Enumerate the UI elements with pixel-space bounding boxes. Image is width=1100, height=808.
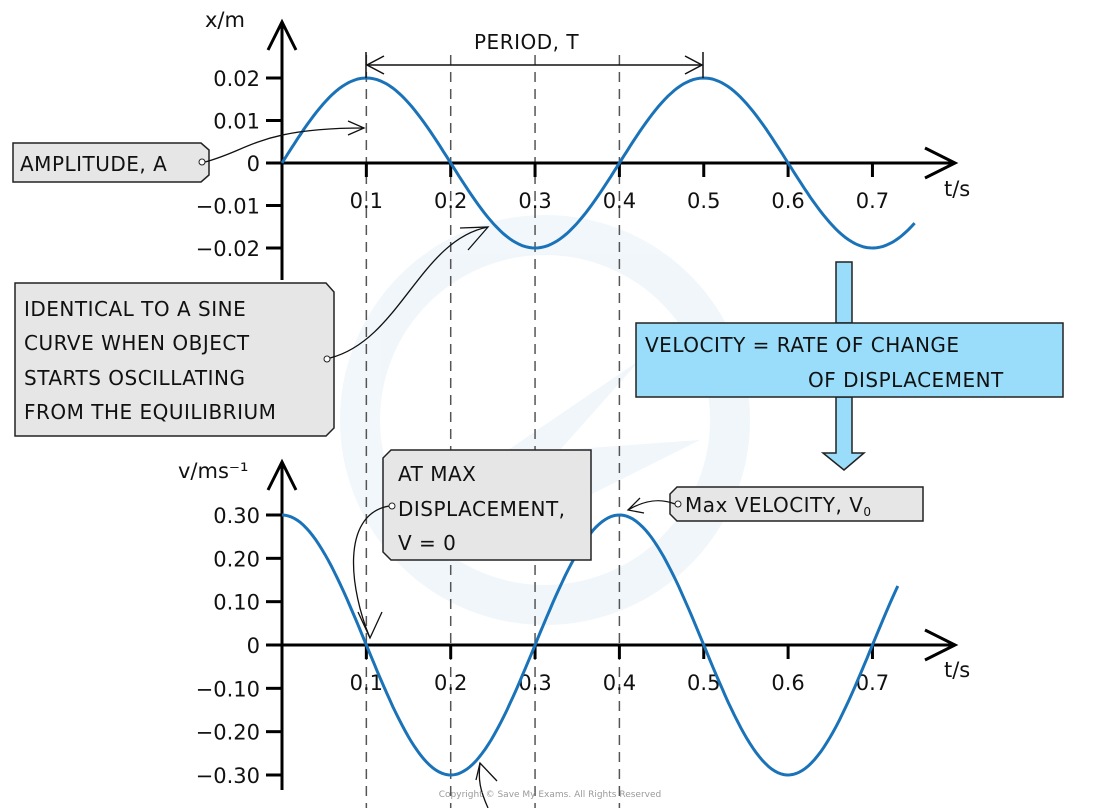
max-velocity-label: Max VELOCITY, V0: [685, 493, 872, 519]
y-tick-label: 0: [247, 152, 260, 176]
velocity-definition-line-1: VELOCITY = RATE OF CHANGE: [645, 333, 960, 357]
x-tick-label: 0.4: [603, 189, 636, 213]
period-arrow: [365, 52, 704, 78]
x-tick-label: 0.6: [771, 671, 804, 695]
velocity-y-label: v/ms⁻¹: [178, 459, 248, 483]
y-tick-label: −0.20: [196, 721, 260, 745]
x-tick-label: 0.2: [434, 189, 467, 213]
y-tick-label: 0.30: [213, 504, 260, 528]
x-axis-arrowhead: [924, 146, 959, 180]
x-tick-label: 0.6: [771, 189, 804, 213]
sine-note-line-3: STARTS OSCILLATING: [24, 366, 246, 390]
y-tick-label: 0.02: [213, 67, 260, 91]
amplitude-label: AMPLITUDE, A: [20, 152, 167, 176]
max-velocity-tag: Max VELOCITY, V0: [626, 486, 924, 522]
sine-note: IDENTICAL TO A SINE CURVE WHEN OBJECT ST…: [14, 226, 490, 437]
max-displacement-line-2: DISPLACEMENT,: [398, 497, 566, 521]
displacement-ticks: 0.02 0.01 0 −0.01 −0.02 0.1 0.2 0.3 0.4 0.5 0.6 0.7: [196, 67, 890, 261]
max-displacement-note: AT MAX DISPLACEMENT, V = 0: [352, 449, 592, 808]
displacement-y-label: x/m: [205, 8, 245, 32]
x-tick-label: 0.5: [687, 189, 720, 213]
x-tick-label: 0.1: [350, 189, 383, 213]
y-tick-label: 0.20: [213, 547, 260, 571]
x-tick-label: 0.4: [603, 671, 636, 695]
x-tick-label: 0.3: [518, 189, 551, 213]
sine-note-line-4: FROM THE EQUILIBRIUM: [24, 400, 276, 424]
y-tick-label: −0.10: [196, 677, 260, 701]
dashed-guide-lines: [365, 55, 621, 808]
velocity-definition: VELOCITY = RATE OF CHANGE OF DISPLACEMEN…: [635, 261, 1064, 471]
max-displacement-line-1: AT MAX: [398, 462, 476, 486]
y-axis-arrowhead: [266, 458, 298, 491]
velocity-definition-line-2: OF DISPLACEMENT: [808, 368, 1004, 392]
x-tick-label: 0.7: [856, 189, 889, 213]
copyright-notice: Copyright © Save My Exams. All Rights Re…: [439, 790, 661, 800]
max-displacement-line-3: V = 0: [398, 531, 456, 555]
sine-note-line-1: IDENTICAL TO A SINE: [24, 297, 246, 321]
y-tick-label: 0: [247, 634, 260, 658]
period-label: PERIOD, T: [474, 30, 579, 54]
x-axis-arrowhead: [924, 628, 959, 662]
amplitude-tag: AMPLITUDE, A: [12, 120, 366, 183]
velocity-x-label: t/s: [944, 658, 970, 682]
y-tick-label: 0.01: [213, 110, 260, 134]
sine-note-line-2: CURVE WHEN OBJECT: [24, 331, 250, 355]
y-tick-label: −0.01: [196, 195, 260, 219]
displacement-x-label: t/s: [944, 177, 970, 201]
y-axis-arrowhead: [266, 18, 298, 51]
y-tick-label: −0.02: [196, 237, 260, 261]
displacement-curve: [280, 76, 916, 250]
y-tick-label: 0.10: [213, 591, 260, 615]
y-tick-label: −0.30: [196, 764, 260, 788]
x-tick-label: 0.2: [434, 671, 467, 695]
